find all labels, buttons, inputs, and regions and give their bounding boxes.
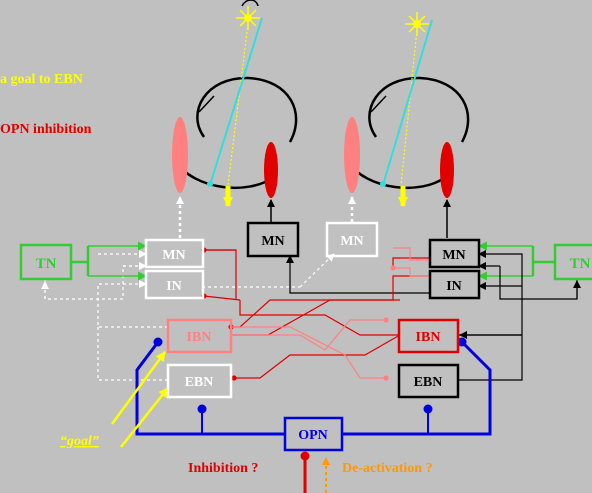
- visual-axis-left: [210, 18, 262, 185]
- goal-label: “goal”: [60, 434, 99, 449]
- tn-left-label: TN: [36, 256, 57, 272]
- light-source-left: [236, 6, 260, 30]
- light-ray-right: [401, 30, 417, 185]
- mn-right-label: MN: [442, 248, 465, 263]
- ibn-left-label: IBN: [187, 330, 212, 345]
- mn-right-eye-label: MN: [340, 234, 363, 249]
- opn-label: OPN: [298, 428, 328, 443]
- top-edge-mark: [242, 0, 258, 6]
- ebn-right-label: EBN: [414, 375, 443, 390]
- muscle-left-lateral: [172, 117, 188, 193]
- ebn-left-label: EBN: [185, 375, 214, 390]
- visual-axis-right: [383, 20, 432, 185]
- deactivation-label: De-activation ?: [342, 461, 433, 476]
- mn-left-eye-label: MN: [261, 234, 284, 249]
- eye-right: [344, 20, 468, 198]
- in-right-label: IN: [446, 279, 462, 294]
- light-source-right: [405, 12, 429, 36]
- eye-left: [172, 18, 296, 198]
- muscle-right-lateral: [344, 117, 360, 193]
- tn-right-label: TN: [570, 256, 591, 272]
- ibn-right-label: IBN: [416, 330, 441, 345]
- in-left-label: IN: [166, 279, 182, 294]
- opn-inhibition-text: OPN inhibition: [0, 122, 92, 137]
- mn-left-label: MN: [162, 248, 185, 263]
- light-ray-left: [228, 24, 248, 185]
- inhibition-label: Inhibition ?: [188, 461, 258, 476]
- muscle-right-medial: [440, 142, 454, 198]
- goal-to-ebn-text: a goal to EBN: [0, 72, 83, 87]
- goal-arrow-lower: [121, 388, 168, 447]
- muscle-left-medial: [264, 142, 278, 198]
